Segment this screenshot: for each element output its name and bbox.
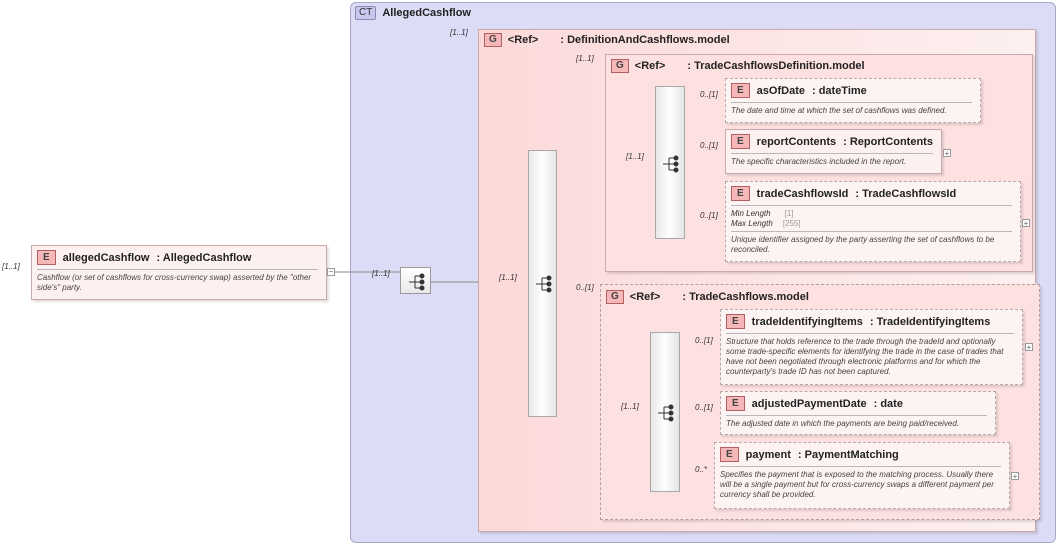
element-tradeIdentifyingItems[interactable]: E tradeIdentifyingItems : TradeIdentifyi…	[720, 309, 1023, 385]
group-sequence-compositor[interactable]	[650, 332, 680, 492]
root-element-type-name: AllegedCashflow	[162, 251, 252, 264]
separator	[726, 333, 1014, 334]
element-badge: E	[726, 396, 745, 411]
ct-sequence-multiplicity: [1..1]	[372, 269, 390, 278]
complex-type-name: AllegedCashflow	[382, 7, 471, 19]
group-sequence-compositor[interactable]	[655, 86, 685, 239]
element-reportContents[interactable]: E reportContents : ReportContents The sp…	[725, 129, 942, 174]
separator	[731, 102, 972, 103]
group-badge: G	[484, 33, 502, 47]
element-name: asOfDate	[756, 84, 805, 97]
expand-icon[interactable]: +	[943, 149, 951, 158]
separator	[731, 231, 1012, 232]
sequence-icon	[536, 275, 552, 293]
root-multiplicity: [1..1]	[2, 262, 20, 271]
group-sequence-multiplicity: [1..1]	[499, 273, 517, 282]
element-name: tradeIdentifyingItems	[751, 315, 863, 328]
element-badge: E	[726, 314, 745, 329]
element-badge: E	[720, 447, 739, 462]
group-badge: G	[611, 59, 629, 73]
group-header: G <Ref> : TradeCashflows.model	[606, 290, 809, 304]
separator	[720, 466, 1001, 467]
element-multiplicity: 0..[1]	[695, 336, 713, 345]
element-type: : dateTime	[811, 84, 867, 97]
element-description: Structure that holds reference to the tr…	[726, 337, 1004, 376]
element-multiplicity: 0..[1]	[695, 403, 713, 412]
sequence-icon	[658, 404, 674, 422]
expand-icon[interactable]: +	[1011, 472, 1019, 481]
complex-type-title: CT AllegedCashflow	[355, 5, 471, 21]
element-multiplicity: 0..[1]	[700, 90, 718, 99]
element-name: tradeCashflowsId	[756, 187, 849, 200]
group-multiplicity: [1..1]	[576, 54, 594, 63]
sequence-icon	[409, 273, 425, 291]
collapse-icon[interactable]: −	[327, 267, 335, 276]
element-type: : date	[873, 397, 903, 410]
sequence-icon	[663, 155, 679, 173]
separator	[731, 153, 933, 154]
group-sequence-multiplicity: [1..1]	[626, 152, 644, 161]
separator	[726, 415, 987, 416]
element-name: payment	[745, 448, 791, 461]
element-type: : TradeCashflowsId	[855, 187, 957, 200]
element-type: : ReportContents	[843, 135, 933, 148]
element-badge: E	[731, 134, 750, 149]
group-header: G <Ref> : DefinitionAndCashflows.model	[484, 33, 730, 47]
group-multiplicity: [1..1]	[450, 28, 468, 37]
element-description: The specific characteristics included in…	[731, 157, 907, 166]
element-description: The date and time at which the set of ca…	[731, 106, 947, 115]
group-ref: <Ref>	[507, 34, 539, 46]
group-name: : TradeCashflowsDefinition.model	[687, 60, 865, 72]
element-badge: E	[731, 83, 750, 98]
facet-value: [255]	[782, 219, 801, 228]
group-ref: <Ref>	[634, 60, 666, 72]
element-type: : PaymentMatching	[797, 448, 899, 461]
separator	[731, 205, 1012, 206]
facet-max-length: Max Length [255]	[731, 219, 1015, 229]
group-badge: G	[606, 290, 624, 304]
facet-label: Max Length	[731, 219, 773, 228]
root-element-type: : AllegedCashflow	[156, 251, 252, 264]
group-header: G <Ref> : TradeCashflowsDefinition.model	[611, 59, 865, 73]
element-badge: E	[37, 250, 56, 265]
element-multiplicity: 0..[1]	[700, 141, 718, 150]
group-ref: <Ref>	[629, 291, 661, 303]
root-element-allegedCashflow[interactable]: E allegedCashflow : AllegedCashflow Cash…	[31, 245, 327, 300]
group-name: : DefinitionAndCashflows.model	[560, 34, 730, 46]
element-description: The adjusted date in which the payments …	[726, 419, 960, 428]
group-sequence-multiplicity: [1..1]	[621, 402, 639, 411]
element-payment[interactable]: E payment : PaymentMatching Specifies th…	[714, 442, 1010, 509]
element-tradeCashflowsId[interactable]: E tradeCashflowsId : TradeCashflowsId Mi…	[725, 181, 1021, 262]
expand-icon[interactable]: +	[1022, 219, 1030, 228]
ct-sequence-compositor[interactable]	[400, 267, 431, 294]
element-name: adjustedPaymentDate	[751, 397, 867, 410]
element-badge: E	[731, 186, 750, 201]
root-element-name: allegedCashflow	[62, 251, 150, 264]
group-name: : TradeCashflows.model	[682, 291, 809, 303]
root-element-description: Cashflow (or set of cashflows for cross-…	[37, 273, 312, 292]
element-adjustedPaymentDate[interactable]: E adjustedPaymentDate : date The adjuste…	[720, 391, 996, 435]
facet-label: Min Length	[731, 209, 771, 218]
element-name: reportContents	[756, 135, 837, 148]
element-multiplicity: 0..*	[695, 465, 708, 474]
group-multiplicity: 0..[1]	[576, 283, 594, 292]
element-type: : TradeIdentifyingItems	[869, 315, 991, 328]
element-description: Specifies the payment that is exposed to…	[720, 470, 994, 499]
facet-value: [1]	[784, 209, 794, 218]
facet-min-length: Min Length [1]	[731, 209, 1015, 219]
element-description: Unique identifier assigned by the party …	[731, 235, 995, 254]
complex-type-badge: CT	[355, 6, 377, 20]
facets: Min Length [1] Max Length [255]	[726, 206, 1020, 229]
group-sequence-compositor[interactable]	[528, 150, 557, 417]
separator	[37, 269, 318, 270]
element-asOfDate[interactable]: E asOfDate : dateTime The date and time …	[725, 78, 981, 123]
expand-icon[interactable]: +	[1025, 343, 1033, 352]
element-multiplicity: 0..[1]	[700, 211, 718, 220]
